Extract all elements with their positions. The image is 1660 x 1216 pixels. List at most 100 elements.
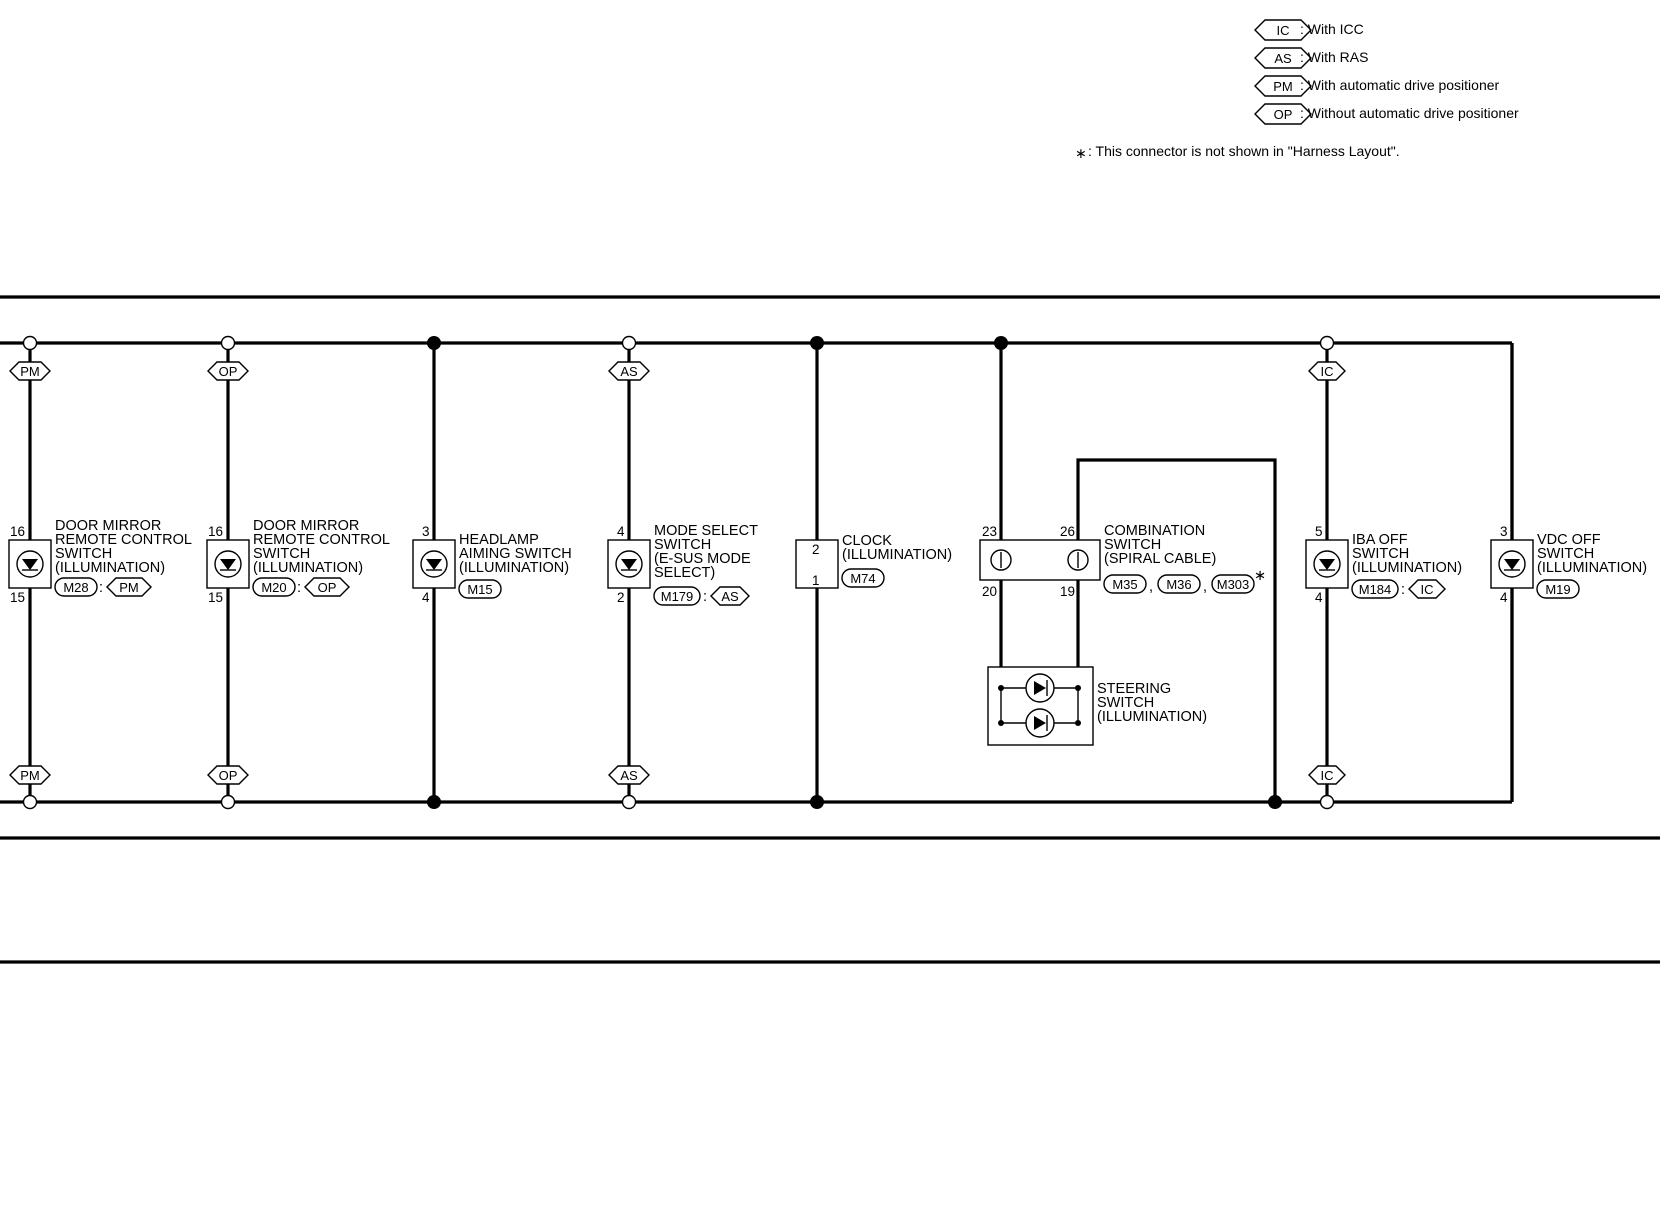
- svg-text:: With RAS: : With RAS: [1300, 49, 1368, 65]
- svg-text:(ILLUMINATION): (ILLUMINATION): [842, 547, 952, 563]
- legend-note: : This connector is not shown in "Harnes…: [1088, 143, 1400, 159]
- svg-text:3: 3: [422, 524, 430, 539]
- spiral-cable-right-icon: [1067, 549, 1089, 571]
- svg-text:AS: AS: [620, 768, 638, 783]
- svg-text:OP: OP: [1274, 107, 1293, 122]
- svg-text:REMOTE CONTROL: REMOTE CONTROL: [253, 532, 390, 548]
- svg-text:1: 1: [812, 573, 820, 588]
- svg-text:: Without automatic drive posi: : Without automatic drive positioner: [1300, 105, 1519, 121]
- connector-tag: M74: [841, 568, 885, 588]
- diode-icon: [1025, 708, 1055, 738]
- svg-text:15: 15: [10, 590, 25, 605]
- option-tag: IC: [1408, 579, 1446, 599]
- component-door-mirror-pm: 16 15 DOOR MIRROR REMOTE CONTROL SWITCH …: [8, 518, 192, 605]
- svg-text:COMBINATION: COMBINATION: [1104, 523, 1205, 539]
- svg-text:(ILLUMINATION): (ILLUMINATION): [55, 560, 165, 576]
- svg-text:AS: AS: [721, 589, 739, 604]
- svg-text:M28: M28: [63, 580, 88, 595]
- option-tag-ic-bottom: IC: [1308, 765, 1346, 785]
- svg-text:SWITCH: SWITCH: [1537, 546, 1594, 562]
- svg-text:15: 15: [208, 590, 223, 605]
- svg-text:16: 16: [208, 524, 223, 539]
- option-connection-points: [22, 335, 1335, 810]
- svg-text:HEADLAMP: HEADLAMP: [459, 532, 539, 548]
- component-clock: 2 1 CLOCK (ILLUMINATION) M74: [795, 533, 952, 589]
- svg-text:OP: OP: [318, 580, 337, 595]
- svg-text:20: 20: [982, 584, 997, 599]
- legend: IC : With ICC AS : With RAS PM : With au…: [1075, 19, 1519, 161]
- svg-text:4: 4: [1500, 590, 1508, 605]
- option-tag: OP: [304, 577, 350, 597]
- svg-text:M15: M15: [467, 582, 492, 597]
- svg-text:PM: PM: [119, 580, 139, 595]
- legend-item-as: AS : With RAS: [1254, 47, 1368, 69]
- svg-text:SWITCH: SWITCH: [1352, 546, 1409, 562]
- led-icon: [615, 550, 643, 578]
- led-icon: [214, 550, 242, 578]
- legend-item-op: OP : Without automatic drive positioner: [1254, 103, 1519, 125]
- option-tag-op-top: OP: [207, 361, 249, 381]
- connector-tag: M303: [1211, 574, 1255, 594]
- component-headlamp-aiming-switch: 3 4 HEADLAMP AIMING SWITCH (ILLUMINATION…: [412, 524, 572, 605]
- legend-item-pm: PM : With automatic drive positioner: [1254, 75, 1500, 97]
- svg-text:SWITCH: SWITCH: [1104, 537, 1161, 553]
- svg-text:CLOCK: CLOCK: [842, 533, 892, 549]
- svg-text:IBA OFF: IBA OFF: [1352, 532, 1408, 548]
- svg-text::: :: [703, 589, 707, 605]
- option-tag-as-top: AS: [608, 361, 650, 381]
- svg-text:M20: M20: [261, 580, 286, 595]
- svg-text:M35: M35: [1112, 577, 1137, 592]
- svg-text:OP: OP: [219, 364, 238, 379]
- svg-text:,: ,: [1203, 579, 1207, 595]
- svg-text:SWITCH: SWITCH: [654, 537, 711, 553]
- diode-icon: [1025, 673, 1055, 703]
- svg-text:∗: ∗: [1254, 568, 1266, 584]
- svg-text:2: 2: [812, 542, 820, 557]
- svg-text:M184: M184: [1359, 582, 1392, 597]
- svg-text:: With ICC: : With ICC: [1300, 21, 1364, 37]
- spiral-cable-left-icon: [990, 549, 1012, 571]
- svg-text:(E-SUS MODE: (E-SUS MODE: [654, 551, 751, 567]
- svg-text:M303: M303: [1217, 577, 1250, 592]
- svg-text:19: 19: [1060, 584, 1075, 599]
- svg-text:(ILLUMINATION): (ILLUMINATION): [1537, 560, 1647, 576]
- svg-text:16: 16: [10, 524, 25, 539]
- svg-text:5: 5: [1315, 524, 1323, 539]
- option-tag: PM: [106, 577, 152, 597]
- connector-tag: M184: [1351, 579, 1399, 599]
- svg-text::: :: [1401, 582, 1405, 598]
- svg-text:IC: IC: [1277, 23, 1290, 38]
- svg-text:4: 4: [422, 590, 430, 605]
- svg-text:REMOTE CONTROL: REMOTE CONTROL: [55, 532, 192, 548]
- connector-tag: M15: [458, 579, 502, 599]
- svg-text:AS: AS: [620, 364, 638, 379]
- led-icon: [1313, 550, 1341, 578]
- option-tag-as-bottom: AS: [608, 765, 650, 785]
- svg-text::: :: [99, 580, 103, 596]
- svg-text:3: 3: [1500, 524, 1508, 539]
- svg-text:: With automatic drive positio: : With automatic drive positioner: [1300, 77, 1500, 93]
- svg-text:DOOR MIRROR: DOOR MIRROR: [55, 518, 161, 534]
- svg-text:(ILLUMINATION): (ILLUMINATION): [459, 560, 569, 576]
- svg-text:AIMING SWITCH: AIMING SWITCH: [459, 546, 572, 562]
- svg-text:(ILLUMINATION): (ILLUMINATION): [253, 560, 363, 576]
- svg-text:AS: AS: [1274, 51, 1292, 66]
- option-tags: PM OP AS IC PM OP AS IC: [9, 361, 1346, 785]
- svg-text:M19: M19: [1545, 582, 1570, 597]
- svg-text:SWITCH: SWITCH: [55, 546, 112, 562]
- option-tag-pm-top: PM: [9, 361, 51, 381]
- svg-text::: :: [297, 580, 301, 596]
- svg-text:SELECT): SELECT): [654, 565, 715, 581]
- svg-text:IC: IC: [1321, 768, 1334, 783]
- connector-tag: M35: [1103, 574, 1147, 594]
- component-door-mirror-op: 16 15 DOOR MIRROR REMOTE CONTROL SWITCH …: [206, 518, 390, 605]
- svg-text:SWITCH: SWITCH: [253, 546, 310, 562]
- svg-text:M74: M74: [850, 571, 875, 586]
- svg-text:M179: M179: [661, 589, 694, 604]
- led-icon: [420, 550, 448, 578]
- connector-tag: M20: [252, 577, 296, 597]
- svg-text:OP: OP: [219, 768, 238, 783]
- option-tag-op-bottom: OP: [207, 765, 249, 785]
- junction-dots: [427, 336, 1282, 809]
